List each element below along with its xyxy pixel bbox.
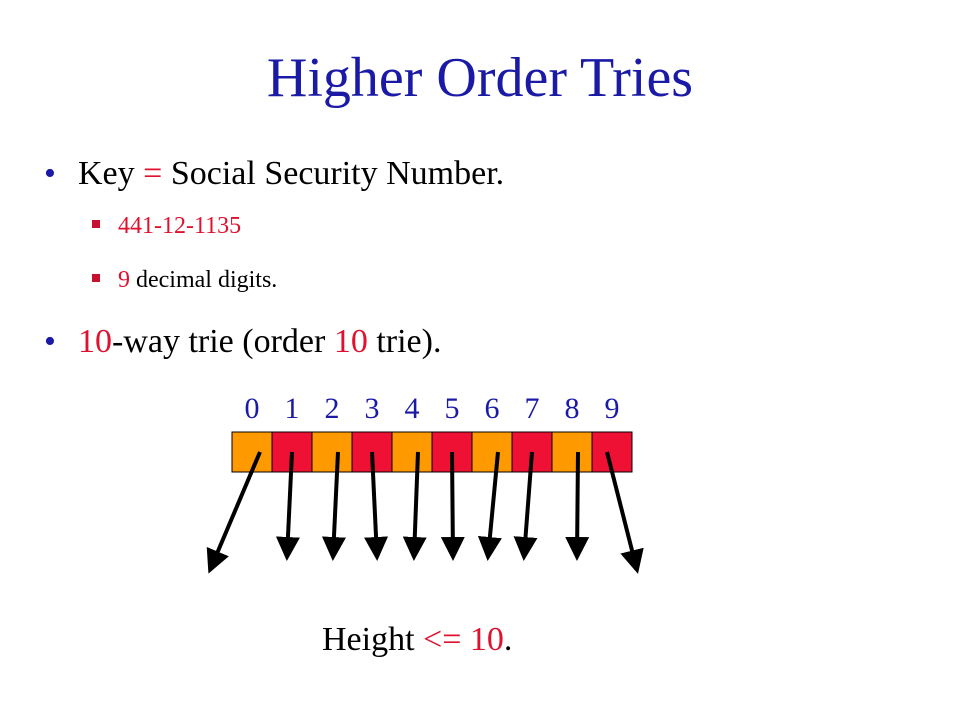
child-pointer-8 <box>565 451 590 561</box>
square-bullet-icon <box>92 220 100 229</box>
child-pointer-4 <box>402 451 427 561</box>
index-label-9: 9 <box>605 392 620 425</box>
bullet-key-pre: Key <box>78 155 144 192</box>
digit-count: 9 <box>118 267 130 293</box>
index-label-1: 1 <box>285 392 300 425</box>
child-pointer-2 <box>321 451 346 561</box>
child-pointer-9 <box>605 451 644 574</box>
trie-order-end: trie). <box>367 323 442 360</box>
height-period: . <box>503 621 513 658</box>
trie-cell-4 <box>391 431 433 473</box>
index-label-2: 2 <box>325 392 340 425</box>
trie-order-number: 10 <box>333 323 368 360</box>
ssn-example: 441-12-1135 <box>118 213 242 239</box>
height-value: 10 <box>469 621 504 658</box>
index-label-5: 5 <box>445 392 460 425</box>
sub-bullet-example: 441-12-1135 <box>92 212 241 240</box>
index-label-4: 4 <box>405 392 420 425</box>
child-pointer-7 <box>513 451 538 561</box>
trie-cell-6 <box>471 431 513 473</box>
child-pointer-5 <box>440 451 465 561</box>
slide-title: Higher Order Tries <box>266 47 694 109</box>
height-statement: Height <= 10. <box>322 620 512 660</box>
height-label: Height <box>322 621 424 658</box>
trie-cell-2 <box>311 431 353 473</box>
index-label-8: 8 <box>565 392 580 425</box>
trie-way-text: -way trie (order <box>112 323 334 360</box>
trie-cell-0 <box>231 431 273 473</box>
index-label-0: 0 <box>245 392 260 425</box>
index-label-3: 3 <box>365 392 380 425</box>
child-pointer-0 <box>206 451 262 574</box>
height-operator: <= <box>423 621 462 658</box>
digits-text: decimal digits. <box>130 267 278 293</box>
bullet-dot-icon: • <box>44 323 56 360</box>
index-label-6: 6 <box>485 392 500 425</box>
bullet-dot-icon: • <box>44 155 56 192</box>
sub-bullet-digits: 9 decimal digits. <box>92 266 277 294</box>
bullet-key-post: Social Security Number. <box>162 155 505 192</box>
child-pointer-3 <box>364 451 389 561</box>
child-pointer-6 <box>477 451 502 561</box>
bullet-key: • Key = Social Security Number. <box>44 154 504 194</box>
bullet-key-equals: = <box>143 155 163 192</box>
square-bullet-icon <box>92 274 100 283</box>
bullet-trie: • 10-way trie (order 10 trie). <box>44 322 441 362</box>
index-label-7: 7 <box>525 392 540 425</box>
child-pointer-1 <box>275 451 300 561</box>
trie-way-number: 10 <box>78 323 112 360</box>
trie-cell-8 <box>551 431 593 473</box>
